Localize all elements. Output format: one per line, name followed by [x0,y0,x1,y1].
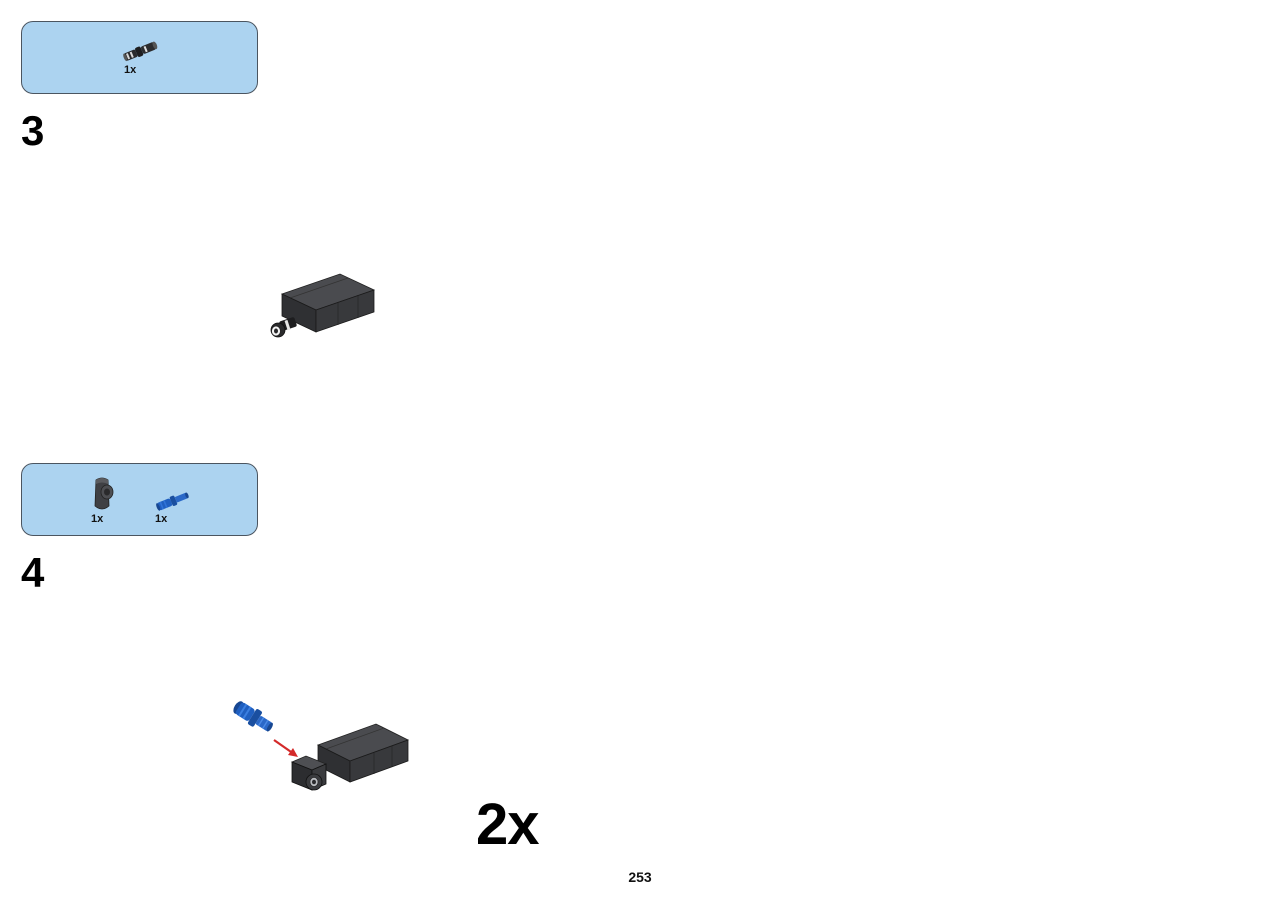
step-3-assembly-illustration [266,270,378,344]
blue-axle-pin-part-icon [155,490,191,512]
step-4-assembly-illustration [228,698,414,798]
dark-gray-connector-part-icon [90,476,116,514]
part-quantity: 1x [124,64,137,76]
part-quantity: 1x [91,513,104,525]
step-3-parts-box: 1x [21,21,258,94]
page-number: 253 [628,869,652,885]
part-quantity: 1x [155,513,168,525]
step-3-number: 3 [21,107,45,154]
step-4-number: 4 [21,549,45,596]
black-pin-with-bush-part-icon [122,40,160,62]
build-multiplier: 2x [476,792,540,857]
step-4-parts-box: 1x 1x [21,463,258,536]
